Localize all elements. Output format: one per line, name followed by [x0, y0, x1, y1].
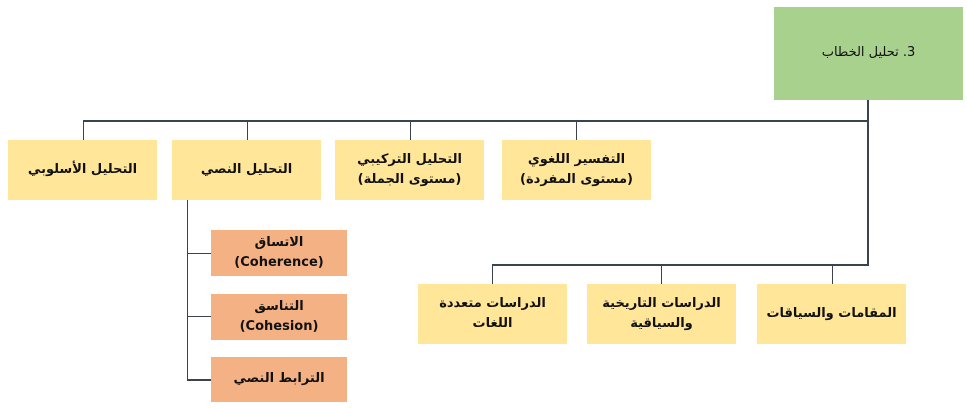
node-situations-contexts: المقامات والسياقات	[757, 284, 906, 344]
node-coherence: الاتساق (Coherence)	[211, 230, 347, 276]
node-stylistic-analysis: التحليل الأسلوبي	[8, 140, 157, 200]
connector-level2-historical	[661, 264, 662, 284]
connector-level1-lexical	[576, 120, 577, 140]
node-label: التحليل النصي	[200, 161, 293, 177]
node-multilingual-studies: الدراسات متعددة اللغات	[418, 284, 567, 344]
node-label: الترابط النصي	[233, 371, 325, 387]
connector-textual-cohesion	[187, 316, 211, 317]
node-historical-contextual-studies: الدراسات التاريخية والسياقية	[587, 284, 736, 344]
node-label: الدراسات التاريخية والسياقية	[602, 295, 721, 331]
node-label: الاتساق (Coherence)	[234, 234, 324, 270]
connector-level1-syntactic	[410, 120, 411, 140]
connector-level1-textual	[247, 120, 248, 140]
root-node-discourse-analysis: 3. تحليل الخطاب	[774, 7, 963, 100]
connector-level1-horizontal	[83, 120, 869, 122]
node-label: التفسير اللغوي (مستوى المفردة)	[520, 151, 633, 187]
node-textual-analysis: التحليل النصي	[172, 140, 321, 200]
node-cohesion: التناسق (Cohesion)	[211, 294, 347, 340]
node-label: التحليل التركيبي (مستوى الجملة)	[357, 151, 462, 187]
connector-textual-linkage	[187, 379, 211, 381]
root-node-label: 3. تحليل الخطاب	[821, 45, 916, 61]
connector-level1-stylistic	[83, 120, 84, 140]
node-label: المقامات والسياقات	[766, 305, 897, 321]
connector-textual-vertical	[187, 200, 188, 380]
connector-level2-multilingual	[492, 264, 493, 284]
connector-level2-horizontal	[492, 264, 869, 266]
node-label: التناسق (Cohesion)	[239, 298, 319, 334]
connector-root-down	[867, 100, 869, 266]
node-label: التحليل الأسلوبي	[27, 161, 138, 177]
connector-textual-coherence	[187, 253, 211, 254]
node-lexical-interpretation: التفسير اللغوي (مستوى المفردة)	[502, 140, 651, 200]
node-syntactic-analysis: التحليل التركيبي (مستوى الجملة)	[335, 140, 484, 200]
connector-level2-contexts	[832, 264, 833, 284]
node-label: الدراسات متعددة اللغات	[439, 295, 546, 331]
node-textual-linkage: الترابط النصي	[211, 357, 347, 402]
